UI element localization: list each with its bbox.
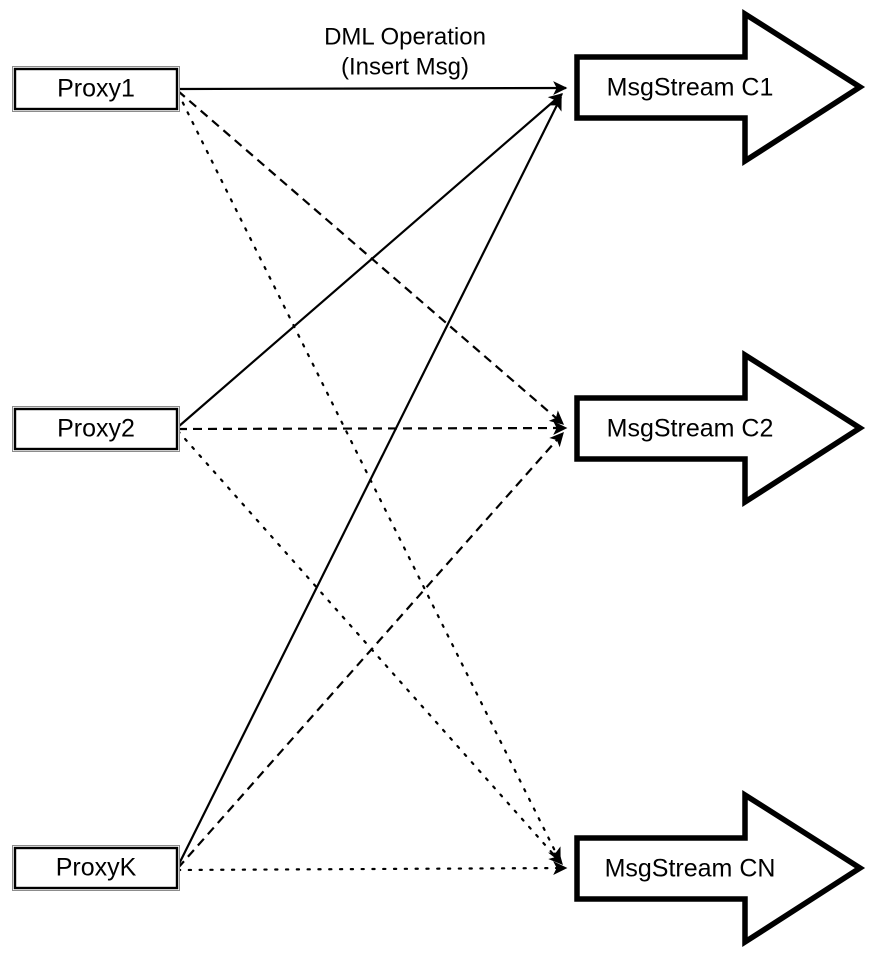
msgstream-c2-label: MsgStream C2 bbox=[607, 415, 774, 443]
proxyk-label: ProxyK bbox=[56, 854, 137, 882]
edge-proxyk-to-msgstream-c1 bbox=[177, 95, 562, 867]
msgstream-cn-label: MsgStream CN bbox=[605, 855, 776, 883]
proxy1-box[interactable] bbox=[13, 67, 179, 111]
msgstream-cn-arrow-shape[interactable] bbox=[574, 789, 866, 948]
msgstream-c1-label: MsgStream C1 bbox=[607, 74, 774, 102]
edge-proxy1-to-msgstream-c1 bbox=[177, 81, 568, 95]
msgstream-c2-arrow-shape[interactable] bbox=[574, 349, 866, 508]
dml-operation-line1: DML Operation bbox=[324, 23, 486, 50]
edge-proxy1-to-msgstream-cn bbox=[176, 91, 562, 863]
proxy-node-proxy2[interactable]: Proxy2 bbox=[12, 406, 180, 452]
proxy2-label: Proxy2 bbox=[57, 415, 135, 443]
proxy-node-proxyk[interactable]: ProxyK bbox=[12, 845, 180, 891]
edge-proxy1-to-msgstream-c2 bbox=[177, 90, 565, 425]
msgstream-node-c2[interactable]: MsgStream C2 bbox=[574, 349, 866, 508]
edge-proxy2-to-msgstream-c1 bbox=[177, 93, 564, 428]
edge-proxy2-to-msgstream-c2 bbox=[177, 421, 568, 435]
edge-proxy2-to-msgstream-cn bbox=[176, 429, 564, 866]
dml-operation-line2: (Insert Msg) bbox=[341, 53, 469, 80]
proxy2-box[interactable] bbox=[13, 407, 179, 451]
proxy1-label: Proxy1 bbox=[57, 75, 135, 103]
edge-proxyk-to-msgstream-cn bbox=[176, 861, 568, 875]
annotation-dml-operation: DML Operation (Insert Msg) bbox=[324, 23, 486, 80]
edge-proxyk-to-msgstream-c2 bbox=[177, 431, 564, 869]
proxyk-box[interactable] bbox=[13, 846, 179, 890]
proxy-node-proxy1[interactable]: Proxy1 bbox=[12, 66, 180, 112]
msgstream-c1-arrow-shape[interactable] bbox=[574, 8, 866, 167]
edge-group bbox=[176, 81, 568, 875]
msgstream-node-c1[interactable]: MsgStream C1 bbox=[574, 8, 866, 167]
msgstream-node-cn[interactable]: MsgStream CN bbox=[574, 789, 866, 948]
